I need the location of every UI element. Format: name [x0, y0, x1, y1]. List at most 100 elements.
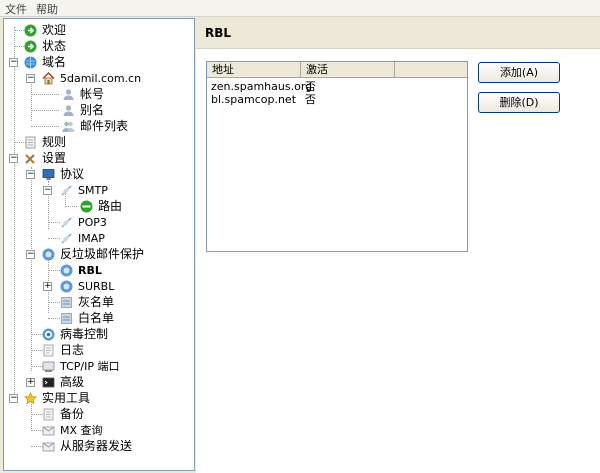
arrow-circle-icon — [24, 24, 37, 37]
tree-item-rbl[interactable]: RBL — [4, 263, 192, 278]
tree-guide-line — [14, 30, 26, 31]
tree-label: 协议 — [60, 167, 85, 181]
tree-guide-line — [31, 414, 43, 415]
network-card-icon — [42, 361, 55, 372]
collapse-icon[interactable]: − — [9, 57, 18, 67]
tree-item-surbl[interactable]: + SURBL — [4, 279, 192, 294]
cell-active: 否 — [305, 93, 316, 106]
column-header-address[interactable]: 地址 — [207, 62, 301, 77]
console-icon — [42, 377, 55, 388]
shield-globe-icon — [60, 264, 73, 277]
tree-label: 设置 — [42, 151, 67, 165]
shield-globe-icon — [42, 248, 55, 261]
tree-guide-line — [48, 181, 49, 229]
list-header: 地址 激活 — [207, 62, 467, 78]
tree-item-greylist[interactable]: 灰名单 — [4, 295, 192, 310]
shield-globe-icon — [60, 280, 73, 293]
collapse-icon[interactable]: − — [26, 249, 35, 259]
tree-label: 路由 — [98, 199, 123, 213]
panel-header: RBL — [196, 18, 600, 49]
tree-label: SURBL — [78, 280, 115, 293]
tree-item-antispam[interactable]: − 反垃圾邮件保护 — [4, 247, 192, 262]
expand-icon[interactable]: + — [26, 377, 35, 387]
tree-item-tcpip-ports[interactable]: TCP/IP 端口 — [4, 359, 192, 374]
tree-guide-line — [31, 366, 43, 367]
tree-label: 域名 — [42, 55, 67, 69]
navigation-tree[interactable]: 欢迎 状态 − 域名 − 5damil.com.cn 帐号 别名 邮件列表 规则 — [3, 18, 195, 471]
menu-bar: 文件帮助 — [0, 0, 600, 17]
user-icon — [63, 89, 74, 100]
content-panel: RBL 地址 激活 zen.spamhaus.org 否 bl.spamcop.… — [196, 18, 600, 473]
tree-item-accounts[interactable]: 帐号 — [4, 87, 192, 102]
tree-item-status[interactable]: 状态 — [4, 39, 192, 54]
tree-item-settings[interactable]: − 设置 — [4, 151, 192, 166]
tree-item-aliases[interactable]: 别名 — [4, 103, 192, 118]
tree-label: 高级 — [60, 375, 85, 389]
rbl-list[interactable]: 地址 激活 zen.spamhaus.org 否 bl.spamcop.net … — [206, 61, 468, 252]
menu-file[interactable]: 文件 — [5, 3, 27, 16]
tree-item-imap[interactable]: IMAP — [4, 231, 192, 246]
tree-guide-line — [48, 270, 60, 271]
tree-label: TCP/IP 端口 — [60, 360, 120, 373]
tree-label: 规则 — [42, 135, 67, 149]
tree-guide-line — [31, 126, 59, 127]
collapse-icon[interactable]: − — [26, 169, 35, 179]
tree-guide-line — [14, 46, 26, 47]
tree-guide-line — [48, 318, 60, 319]
tree-item-domains[interactable]: − 域名 — [4, 55, 192, 70]
cell-active: 否 — [305, 80, 316, 93]
tree-guide-line — [31, 81, 32, 121]
table-row[interactable]: bl.spamcop.net 否 — [207, 93, 467, 106]
tree-item-logging[interactable]: 日志 — [4, 343, 192, 358]
tree-item-rules[interactable]: 规则 — [4, 135, 192, 150]
tree-item-pop3[interactable]: POP3 — [4, 215, 192, 230]
tree-item-mailing-lists[interactable]: 邮件列表 — [4, 119, 192, 134]
tree-guide-line — [65, 206, 77, 207]
tree-item-protocols[interactable]: − 协议 — [4, 167, 192, 182]
tree-item-utilities[interactable]: − 实用工具 — [4, 391, 192, 406]
tree-item-mx-query[interactable]: MX 查询 — [4, 423, 192, 438]
expand-icon[interactable]: + — [43, 281, 52, 291]
tree-label: 5damil.com.cn — [60, 72, 142, 85]
table-row[interactable]: zen.spamhaus.org 否 — [207, 80, 467, 93]
satellite-icon — [61, 185, 72, 196]
tree-item-routes[interactable]: 路由 — [4, 193, 192, 214]
collapse-icon[interactable]: − — [43, 185, 52, 195]
tree-guide-line — [14, 142, 26, 143]
monitor-icon — [42, 169, 55, 180]
collapse-icon[interactable]: − — [9, 393, 18, 403]
user-icon — [63, 105, 74, 116]
tree-label: 从服务器发送 — [60, 439, 133, 453]
tree-item-domain[interactable]: − 5damil.com.cn — [4, 71, 192, 86]
remove-button[interactable]: 删除(D) — [478, 92, 560, 113]
tree-guide-line — [31, 167, 32, 371]
column-header-active[interactable]: 激活 — [301, 62, 395, 77]
column-header-filler — [395, 62, 467, 77]
tree-item-send-from-server[interactable]: 从服务器发送 — [4, 439, 192, 454]
tree-guide-line — [48, 302, 60, 303]
tree-guide-line — [31, 446, 43, 447]
add-button[interactable]: 添加(A) — [478, 62, 560, 83]
arrow-circle-icon — [24, 40, 37, 53]
tree-item-smtp[interactable]: − SMTP — [4, 183, 192, 198]
tree-item-antivirus[interactable]: 病毒控制 — [4, 327, 192, 342]
tree-label: 欢迎 — [42, 23, 67, 37]
tree-guide-line — [48, 222, 60, 223]
house-icon — [42, 72, 55, 85]
collapse-icon[interactable]: − — [26, 73, 35, 83]
tree-guide-line — [31, 350, 43, 351]
virus-target-icon — [42, 328, 55, 341]
globe-icon — [24, 56, 37, 69]
tree-label: 灰名单 — [78, 295, 115, 309]
tree-label: 状态 — [42, 39, 67, 53]
tree-item-advanced[interactable]: + 高级 — [4, 375, 192, 390]
tools-icon — [25, 154, 35, 164]
menu-help[interactable]: 帮助 — [36, 3, 58, 16]
tree-item-welcome[interactable]: 欢迎 — [4, 23, 192, 38]
collapse-icon[interactable]: − — [9, 153, 18, 163]
tree-item-backup[interactable]: 备份 — [4, 407, 192, 422]
tree-label: MX 查询 — [60, 424, 103, 437]
log-document-icon — [43, 344, 54, 357]
tree-item-whitelist[interactable]: 白名单 — [4, 311, 192, 326]
route-icon — [80, 200, 93, 213]
